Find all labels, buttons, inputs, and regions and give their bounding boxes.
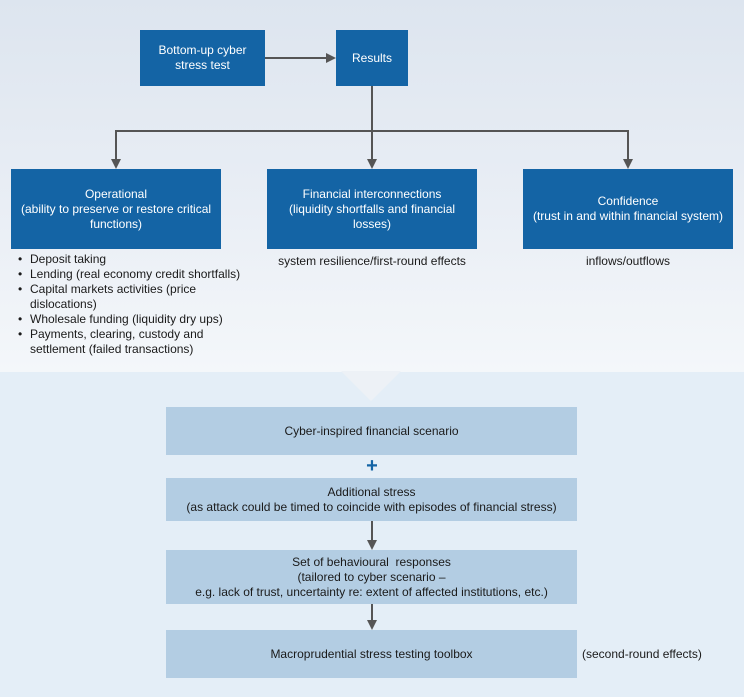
additional-subtitle: (as attack could be timed to coincide wi… bbox=[186, 499, 557, 514]
results-box: Results bbox=[336, 30, 408, 86]
transition-arrow bbox=[341, 371, 401, 401]
results-label: Results bbox=[351, 50, 392, 65]
financial-title: Financial interconnections bbox=[302, 186, 442, 201]
toolbox-box: Macroprudential stress testing toolbox bbox=[166, 630, 577, 678]
financial-subtitle: (liquidity shortfalls and financial loss… bbox=[288, 201, 456, 231]
confidence-title: Confidence bbox=[597, 194, 659, 208]
operational-list: Deposit taking Lending (real economy cre… bbox=[18, 252, 278, 357]
scenario-box: Cyber-inspired financial scenario bbox=[166, 407, 577, 455]
confidence-note: inflows/outflows bbox=[585, 254, 671, 268]
operational-subtitle: (ability to preserve or restore critical… bbox=[20, 201, 212, 231]
list-item: Capital markets activities (price disloc… bbox=[18, 282, 200, 312]
behaviour-title: Set of behavioural responses bbox=[292, 554, 451, 569]
stress-test-box: Bottom-up cyber stress test bbox=[140, 30, 265, 86]
additional-stress-box: Additional stress (as attack could be ti… bbox=[166, 478, 577, 521]
operational-box: Operational (ability to preserve or rest… bbox=[11, 169, 221, 249]
list-item: Wholesale funding (liquidity dry ups) bbox=[18, 312, 278, 327]
toolbox-label: Macroprudential stress testing toolbox bbox=[270, 646, 473, 661]
stress-test-label: Bottom-up cyber stress test bbox=[158, 43, 247, 72]
additional-title: Additional stress bbox=[327, 484, 416, 499]
plus-icon: + bbox=[366, 455, 378, 477]
behaviour-sub1: (tailored to cyber scenario – bbox=[297, 569, 446, 584]
list-item: Payments, clearing, custody and settleme… bbox=[18, 327, 230, 357]
list-item: Deposit taking bbox=[18, 252, 278, 267]
scenario-label: Cyber-inspired financial scenario bbox=[284, 423, 459, 438]
confidence-subtitle: (trust in and within financial system) bbox=[532, 209, 724, 223]
behaviour-sub2: e.g. lack of trust, uncertainty re: exte… bbox=[195, 584, 548, 599]
financial-interconnections-box: Financial interconnections (liquidity sh… bbox=[267, 169, 477, 249]
financial-note: system resilience/first-round effects bbox=[278, 254, 466, 268]
second-round-note: (second-round effects) bbox=[582, 647, 702, 661]
confidence-box: Confidence (trust in and within financia… bbox=[523, 169, 733, 249]
list-item: Lending (real economy credit shortfalls) bbox=[18, 267, 278, 282]
operational-title: Operational bbox=[84, 186, 148, 201]
behavioural-responses-box: Set of behavioural responses (tailored t… bbox=[166, 550, 577, 604]
